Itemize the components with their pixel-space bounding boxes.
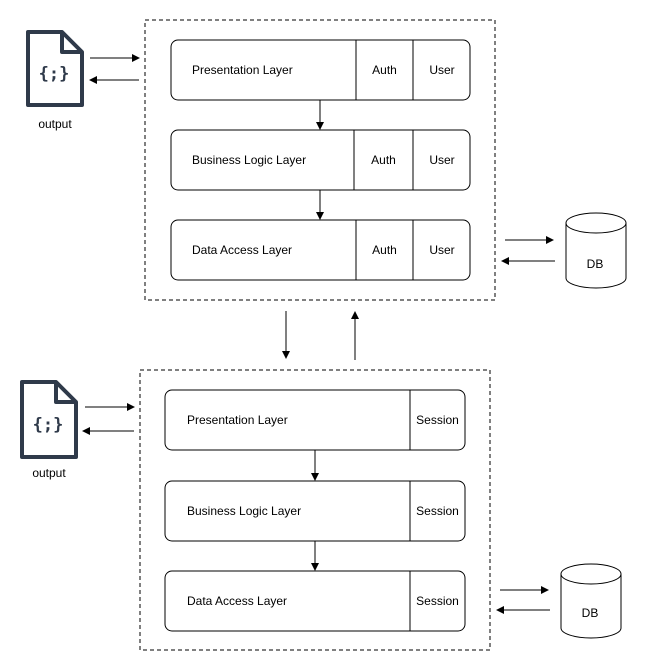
bottom-db-label: DB <box>582 606 599 620</box>
top-business-logic-layer[interactable]: Business Logic Layer Auth User <box>170 129 471 191</box>
bottom-presentation-session-cell: Session <box>416 413 459 427</box>
bottom-data-access-session-cell: Session <box>416 594 459 608</box>
bottom-code-file-icon: {;} <box>20 380 78 459</box>
top-group-container <box>144 19 496 301</box>
top-data-access-layer[interactable]: Data Access Layer Auth User <box>170 219 471 281</box>
bottom-presentation-layer-label: Presentation Layer <box>187 413 288 427</box>
bottom-business-logic-session-cell: Session <box>416 504 459 518</box>
top-code-glyph: {;} <box>39 64 70 84</box>
bottom-presentation-layer[interactable]: Presentation Layer Session <box>164 389 466 451</box>
bottom-code-glyph: {;} <box>33 415 64 435</box>
top-code-file-icon: {;} <box>26 30 84 107</box>
top-presentation-layer[interactable]: Presentation Layer Auth User <box>170 39 471 101</box>
top-presentation-layer-label: Presentation Layer <box>192 63 293 77</box>
top-presentation-auth-cell: Auth <box>372 63 397 77</box>
top-data-access-auth-cell: Auth <box>372 243 397 257</box>
bottom-data-access-layer[interactable]: Data Access Layer Session <box>164 570 466 632</box>
top-business-logic-layer-label: Business Logic Layer <box>192 153 306 167</box>
top-business-logic-auth-cell: Auth <box>371 153 396 167</box>
top-data-access-layer-label: Data Access Layer <box>192 243 292 257</box>
bottom-output-label: output <box>32 466 66 480</box>
bottom-database-cylinder-icon <box>560 563 622 639</box>
top-database-cylinder-icon <box>565 212 627 289</box>
top-db-label: DB <box>587 257 604 271</box>
bottom-data-access-layer-label: Data Access Layer <box>187 594 287 608</box>
top-business-logic-user-cell: User <box>429 153 454 167</box>
bottom-group-container <box>139 369 491 651</box>
top-output-label: output <box>38 117 72 131</box>
bottom-business-logic-layer[interactable]: Business Logic Layer Session <box>164 480 466 542</box>
bottom-business-logic-layer-label: Business Logic Layer <box>187 504 301 518</box>
top-data-access-user-cell: User <box>429 243 454 257</box>
top-presentation-user-cell: User <box>429 63 454 77</box>
